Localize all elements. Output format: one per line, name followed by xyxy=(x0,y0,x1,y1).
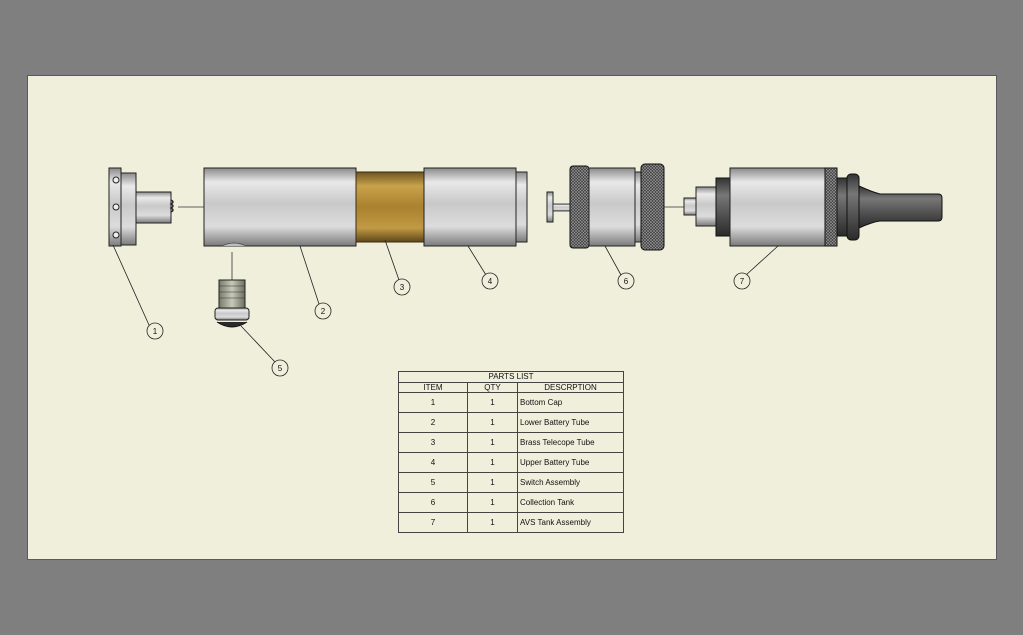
balloon-4: 4 xyxy=(481,272,499,290)
part-upper-battery-tube xyxy=(423,167,528,247)
row-description: Bottom Cap xyxy=(517,392,624,413)
row-description: Brass Telecope Tube xyxy=(517,432,624,453)
table-row: 2 1 Lower Battery Tube xyxy=(398,412,624,433)
balloon-1: 1 xyxy=(146,322,164,340)
part-bottom-cap xyxy=(108,167,204,247)
row-qty: 1 xyxy=(467,512,518,533)
parts-list-title: PARTS LIST xyxy=(398,371,624,383)
column-header-description: DESCRPTION xyxy=(517,382,624,393)
row-description: Switch Assembly xyxy=(517,472,624,493)
balloon-5-label: 5 xyxy=(278,364,283,373)
part-brass-telescope-tube xyxy=(355,171,425,243)
parts-list-table: PARTS LIST ITEM QTY DESCRPTION 1 1 Botto… xyxy=(398,371,624,533)
table-row: 3 1 Brass Telecope Tube xyxy=(398,432,624,453)
row-qty: 1 xyxy=(467,392,518,413)
table-row: 4 1 Upper Battery Tube xyxy=(398,452,624,473)
table-row: 7 1 AVS Tank Assembly xyxy=(398,512,624,533)
balloon-6: 6 xyxy=(617,272,635,290)
table-row: 5 1 Switch Assembly xyxy=(398,472,624,493)
row-qty: 1 xyxy=(467,452,518,473)
balloon-2-label: 2 xyxy=(321,307,326,316)
balloon-1-label: 1 xyxy=(153,327,158,336)
balloon-3: 3 xyxy=(393,278,411,296)
table-row: 6 1 Collection Tank xyxy=(398,492,624,513)
balloon-4-label: 4 xyxy=(488,277,493,286)
row-item: 1 xyxy=(398,392,468,413)
column-header-item: ITEM xyxy=(398,382,468,393)
part-lower-battery-tube xyxy=(203,167,357,247)
row-item: 6 xyxy=(398,492,468,513)
table-row: 1 1 Bottom Cap xyxy=(398,392,624,413)
row-description: Collection Tank xyxy=(517,492,624,513)
column-header-qty: QTY xyxy=(467,382,518,393)
row-description: AVS Tank Assembly xyxy=(517,512,624,533)
row-item: 2 xyxy=(398,412,468,433)
balloon-3-label: 3 xyxy=(400,283,405,292)
row-description: Lower Battery Tube xyxy=(517,412,624,433)
balloon-5: 5 xyxy=(271,359,289,377)
row-description: Upper Battery Tube xyxy=(517,452,624,473)
part-collection-tank xyxy=(546,163,684,251)
part-avs-tank-assembly xyxy=(683,167,943,247)
parts-list-title-row: PARTS LIST xyxy=(398,371,624,383)
row-qty: 1 xyxy=(467,432,518,453)
parts-list-header-row: ITEM QTY DESCRPTION xyxy=(398,382,624,393)
balloon-2: 2 xyxy=(314,302,332,320)
balloon-7-label: 7 xyxy=(740,277,745,286)
balloon-7: 7 xyxy=(733,272,751,290)
row-item: 4 xyxy=(398,452,468,473)
row-item: 3 xyxy=(398,432,468,453)
part-switch-assembly xyxy=(214,252,250,328)
row-item: 5 xyxy=(398,472,468,493)
leader-lines xyxy=(112,239,779,363)
row-qty: 1 xyxy=(467,472,518,493)
row-qty: 1 xyxy=(467,492,518,513)
row-qty: 1 xyxy=(467,412,518,433)
row-item: 7 xyxy=(398,512,468,533)
balloon-6-label: 6 xyxy=(624,277,629,286)
